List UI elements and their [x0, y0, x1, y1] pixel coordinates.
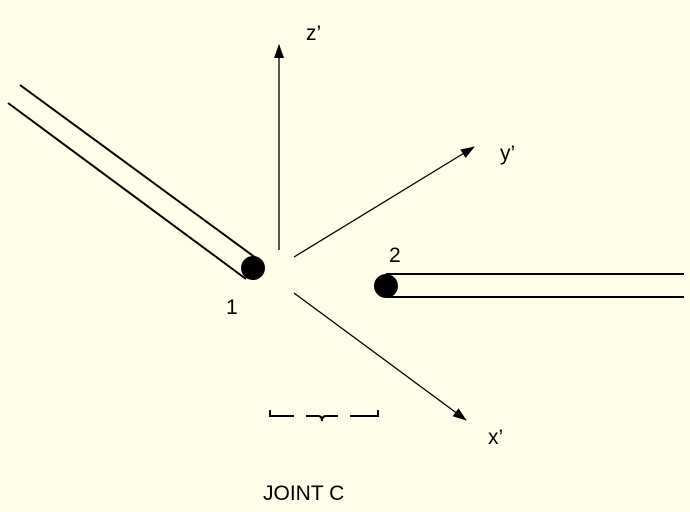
member-2-tube — [374, 273, 684, 298]
brace-symbol — [269, 410, 379, 422]
member-2-label: 2 — [389, 244, 401, 267]
member-1-end-node — [241, 256, 265, 280]
member-1-tube — [7, 84, 265, 280]
member-2-end-node — [374, 274, 398, 298]
member-1-label: 1 — [226, 296, 238, 319]
y-axis-label: y’ — [500, 142, 515, 165]
x-axis-arrow — [293, 292, 467, 421]
y-axis-arrow — [293, 146, 475, 258]
joint-caption: JOINT C — [263, 482, 344, 505]
z-axis-label: z’ — [306, 22, 321, 45]
x-axis-label: x’ — [488, 426, 503, 449]
